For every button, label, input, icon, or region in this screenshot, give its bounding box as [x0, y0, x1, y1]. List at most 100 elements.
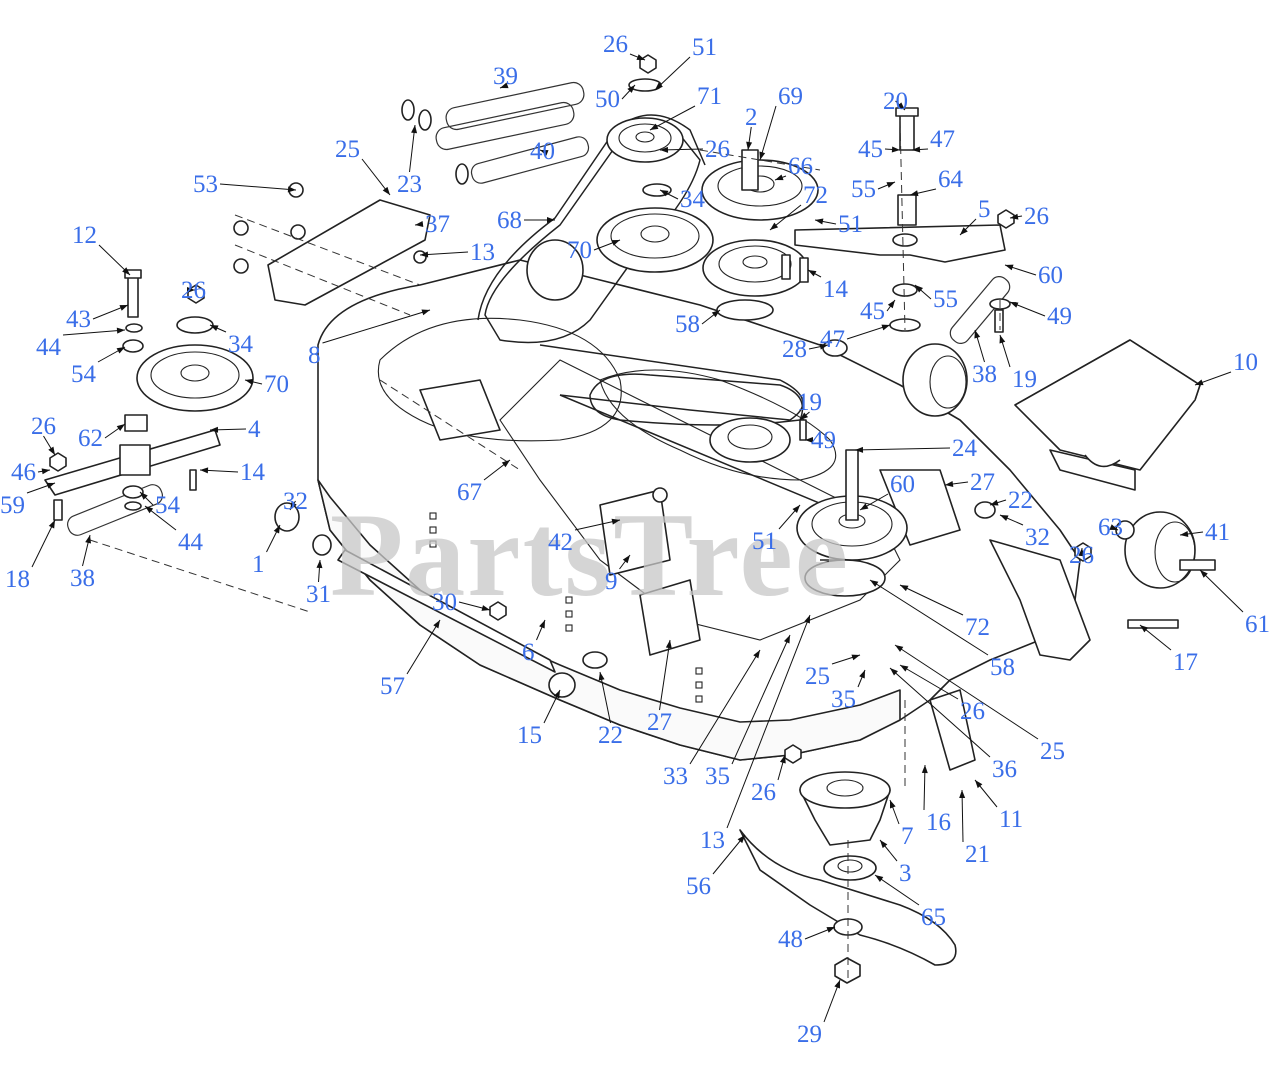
callout-49: 49: [1047, 303, 1072, 330]
leader-arrowhead: [1109, 524, 1118, 530]
callout-21: 21: [965, 841, 990, 868]
leader-arrowhead: [859, 670, 865, 679]
leader-arrowhead: [900, 665, 909, 672]
mower-deck: [317, 259, 1091, 771]
leader-arrowhead: [48, 520, 55, 529]
leader-line: [874, 874, 920, 906]
callout-62: 62: [78, 425, 103, 452]
leader-arrowhead: [553, 690, 560, 699]
callout-25: 25: [335, 136, 360, 163]
leader-arrowhead: [210, 325, 219, 331]
leader-arrowhead: [611, 518, 620, 525]
callout-72: 72: [965, 614, 990, 641]
callout-17: 17: [1173, 649, 1198, 676]
callout-43: 43: [66, 306, 91, 333]
leader-line: [62, 329, 126, 336]
leader-arrowhead: [411, 125, 418, 134]
leader-arrowhead: [900, 585, 909, 592]
leader-arrowhead: [770, 222, 779, 230]
leader-arrowhead: [41, 468, 50, 475]
watermark: PartsTree: [330, 488, 850, 621]
callout-16: 16: [926, 809, 951, 836]
callout-51: 51: [838, 211, 863, 238]
leader-arrowhead: [290, 501, 297, 510]
leader-arrowhead: [753, 650, 760, 659]
callout-19: 19: [1012, 366, 1037, 393]
leader-arrowhead: [1140, 625, 1149, 633]
callout-49: 49: [811, 427, 836, 454]
leader-arrowhead: [85, 535, 92, 544]
deck-slots: [429, 512, 703, 703]
leader-line: [1199, 569, 1244, 613]
leader-arrowhead: [611, 240, 620, 246]
leader-arrowhead: [210, 426, 219, 433]
callout-55: 55: [851, 176, 876, 203]
leader-arrowhead: [145, 506, 154, 514]
leader-arrowhead: [655, 82, 663, 90]
leader-line: [889, 667, 991, 758]
hardware: [49, 54, 1179, 764]
callout-10: 10: [1233, 349, 1258, 376]
leader-arrowhead: [636, 54, 645, 60]
callout-68: 68: [497, 207, 522, 234]
leader-arrowhead: [200, 467, 209, 474]
callout-54: 54: [155, 492, 181, 519]
callout-65: 65: [921, 904, 946, 931]
leader-arrowhead: [1195, 379, 1204, 386]
leader-arrowhead: [890, 800, 896, 809]
leader-arrowhead: [890, 668, 898, 676]
leader-arrowhead: [116, 347, 125, 354]
leader-arrowhead: [945, 480, 954, 487]
callout-4: 4: [248, 416, 261, 443]
callout-46: 46: [11, 459, 36, 486]
leader-arrowhead: [122, 267, 130, 275]
callout-5: 5: [978, 196, 991, 223]
callout-63: 63: [1098, 514, 1123, 541]
callout-66: 66: [788, 153, 813, 180]
leader-line: [219, 183, 297, 191]
leader-line: [419, 251, 469, 256]
leader-arrowhead: [1010, 302, 1019, 308]
leader-arrowhead: [382, 186, 390, 195]
callout-27: 27: [970, 469, 995, 496]
callout-45: 45: [858, 136, 883, 163]
leader-arrowhead: [999, 335, 1006, 344]
leader-arrowhead: [975, 780, 983, 789]
leader-arrowhead: [974, 330, 981, 339]
leader-arrowhead: [860, 503, 869, 510]
callout-1: 1: [252, 551, 265, 578]
callout-56: 56: [686, 873, 711, 900]
leader-arrowhead: [808, 270, 817, 277]
callout-58: 58: [990, 654, 1015, 681]
callout-19: 19: [797, 389, 822, 416]
leader-arrowhead: [711, 310, 720, 318]
callout-44: 44: [178, 529, 204, 556]
callout-12: 12: [72, 222, 97, 249]
leader-arrowhead: [539, 620, 545, 629]
leader-arrowhead: [819, 343, 828, 350]
leader-arrowhead: [1200, 570, 1208, 578]
leader-arrowhead: [897, 102, 905, 110]
leader-arrowhead: [1180, 530, 1189, 537]
leader-arrowhead: [875, 875, 884, 882]
callout-69: 69: [778, 83, 803, 110]
leader-line: [322, 309, 431, 344]
leader-arrowhead: [887, 300, 895, 309]
leader-arrowhead: [415, 221, 424, 227]
callout-57: 57: [380, 673, 405, 700]
leader-line: [659, 639, 671, 711]
leader-arrowhead: [921, 765, 928, 774]
leader-arrowhead: [420, 251, 429, 258]
leader-arrowhead: [792, 505, 800, 513]
leader-arrowhead: [481, 605, 490, 611]
leader-line: [731, 634, 791, 765]
callout-25: 25: [1040, 738, 1065, 765]
leader-arrowhead: [990, 499, 999, 506]
leader-arrowhead: [912, 146, 921, 153]
callout-72: 72: [803, 182, 828, 209]
leader-arrowhead: [46, 482, 55, 489]
callout-26: 26: [31, 413, 56, 440]
pulleys: [136, 117, 908, 597]
callout-26: 26: [1024, 203, 1049, 230]
leader-arrowhead: [881, 324, 890, 331]
